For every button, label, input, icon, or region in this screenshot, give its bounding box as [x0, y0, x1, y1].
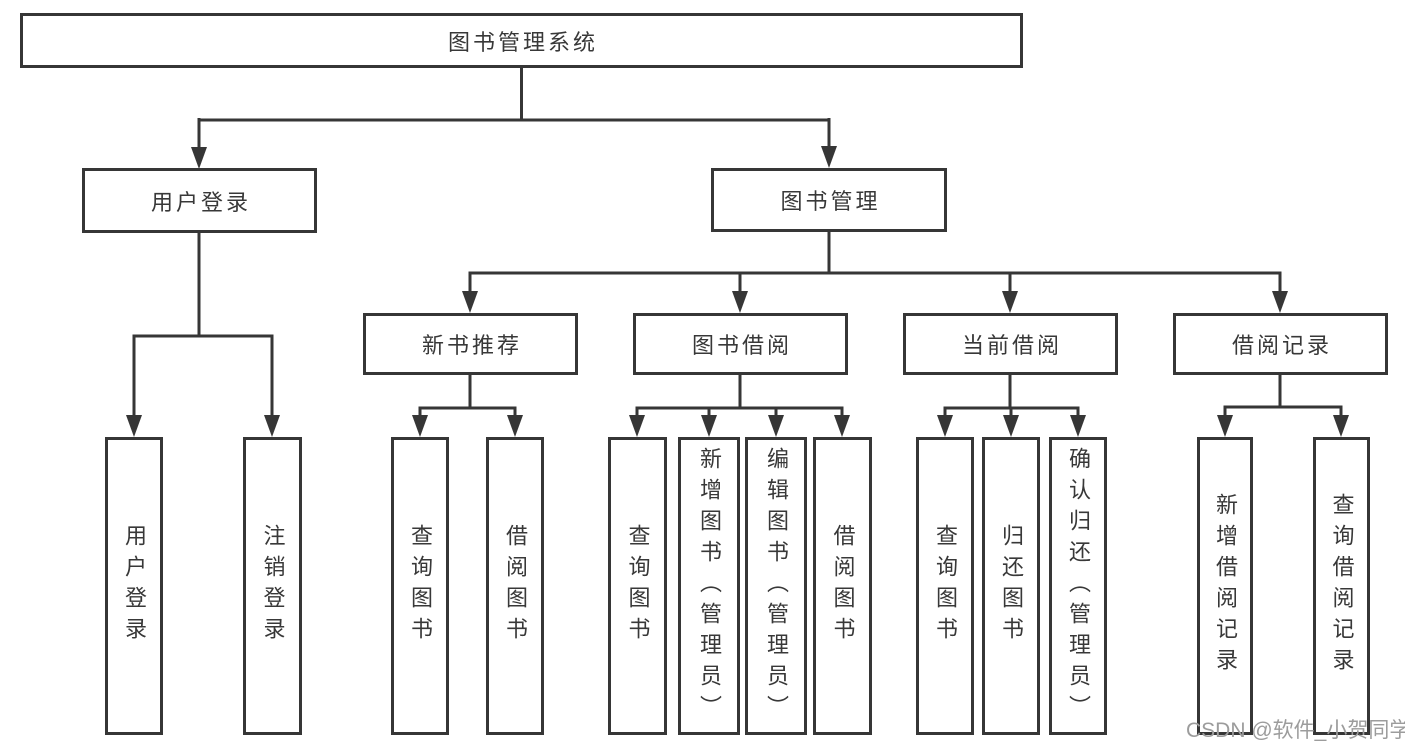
leaf-query-book-2: 查询图书 [608, 437, 667, 735]
leaf-borrow-book-1-label: 借阅图书 [503, 524, 528, 648]
node-book-borrow-label: 图书借阅 [691, 333, 792, 358]
arrowhead-leaf-logout [264, 415, 280, 437]
node-borrow-records: 借阅记录 [1173, 313, 1388, 375]
leaf-confirm-return: 确认归还（管理员） [1049, 437, 1107, 735]
connector-book-borrow-branch [635, 375, 844, 418]
node-root-label: 图书管理系统 [447, 29, 598, 55]
leaf-query-borrow-record: 查询借阅记录 [1313, 437, 1370, 735]
node-current-borrow-label: 当前借阅 [961, 333, 1062, 358]
arrowhead-leaf-add-book [701, 415, 717, 437]
leaf-query-book-3-label: 查询图书 [933, 524, 958, 648]
leaf-user-login-label: 用户登录 [122, 524, 147, 648]
arrowhead-leaf-return-book [1003, 415, 1019, 437]
arrowhead-leaf-login [126, 415, 142, 437]
arrowhead-book-borrow [732, 291, 748, 313]
node-book-management-label: 图书管理 [780, 189, 881, 214]
arrowhead-leaf-borrow-book-1 [507, 415, 523, 437]
leaf-borrow-book-2: 借阅图书 [813, 437, 872, 735]
arrowhead-user-login [191, 147, 207, 169]
node-new-book-recommend: 新书推荐 [363, 313, 578, 375]
node-new-book-recommend-label: 新书推荐 [421, 333, 522, 358]
leaf-query-borrow-record-label: 查询借阅记录 [1329, 493, 1355, 679]
arrowhead-leaf-query-book-1 [412, 415, 428, 437]
leaf-edit-book-label: 编辑图书（管理员） [764, 446, 789, 726]
leaf-add-borrow-record-label: 新增借阅记录 [1213, 493, 1238, 679]
arrowhead-leaf-borrow-book-2 [834, 415, 850, 437]
leaf-add-book-label: 新增图书（管理员） [697, 446, 722, 726]
node-current-borrow: 当前借阅 [903, 313, 1118, 375]
arrowhead-leaf-add-record [1217, 415, 1233, 437]
arrowhead-current-borrow [1002, 291, 1018, 313]
arrowhead-leaf-query-book-3 [937, 415, 953, 437]
leaf-add-borrow-record: 新增借阅记录 [1197, 437, 1253, 735]
node-user-login: 用户登录 [82, 168, 317, 233]
leaf-query-book-3: 查询图书 [916, 437, 974, 735]
leaf-query-book-1: 查询图书 [391, 437, 449, 735]
leaf-return-book: 归还图书 [982, 437, 1040, 735]
connector-user-login-branch [132, 233, 274, 418]
connector-root-to-level2 [197, 68, 831, 150]
leaf-return-book-label: 归还图书 [999, 524, 1024, 648]
arrowhead-leaf-query-book-2 [629, 415, 645, 437]
arrowhead-leaf-edit-book [768, 415, 784, 437]
arrowhead-leaf-confirm-return [1070, 415, 1086, 437]
node-book-borrow: 图书借阅 [633, 313, 848, 375]
leaf-confirm-return-label: 确认归还（管理员） [1066, 446, 1091, 726]
csdn-watermark: CSDN @软件_小贺同学 [1186, 719, 1405, 742]
leaf-add-book: 新增图书（管理员） [678, 437, 740, 735]
node-book-management: 图书管理 [711, 168, 947, 232]
node-borrow-records-label: 借阅记录 [1231, 333, 1332, 358]
node-user-login-label: 用户登录 [150, 189, 251, 215]
leaf-logout-label: 注销登录 [260, 524, 286, 648]
arrowhead-leaf-query-record [1333, 415, 1349, 437]
connector-current-borrow-branch [943, 375, 1080, 418]
arrowhead-borrow-records [1272, 291, 1288, 313]
leaf-logout: 注销登录 [243, 437, 302, 735]
leaf-borrow-book-2-label: 借阅图书 [830, 524, 856, 648]
connector-borrow-records-branch [1223, 375, 1343, 418]
leaf-user-login: 用户登录 [105, 437, 163, 735]
connector-new-book-recommend-branch [418, 375, 517, 418]
arrowhead-new-book-recommend [462, 291, 478, 313]
arrowhead-book-management [821, 146, 837, 168]
leaf-borrow-book-1: 借阅图书 [486, 437, 544, 735]
node-root: 图书管理系统 [20, 13, 1023, 68]
connector-book-management-branch [468, 232, 1282, 293]
leaf-edit-book: 编辑图书（管理员） [745, 437, 807, 735]
leaf-query-book-2-label: 查询图书 [625, 524, 651, 648]
leaf-query-book-1-label: 查询图书 [408, 524, 433, 648]
